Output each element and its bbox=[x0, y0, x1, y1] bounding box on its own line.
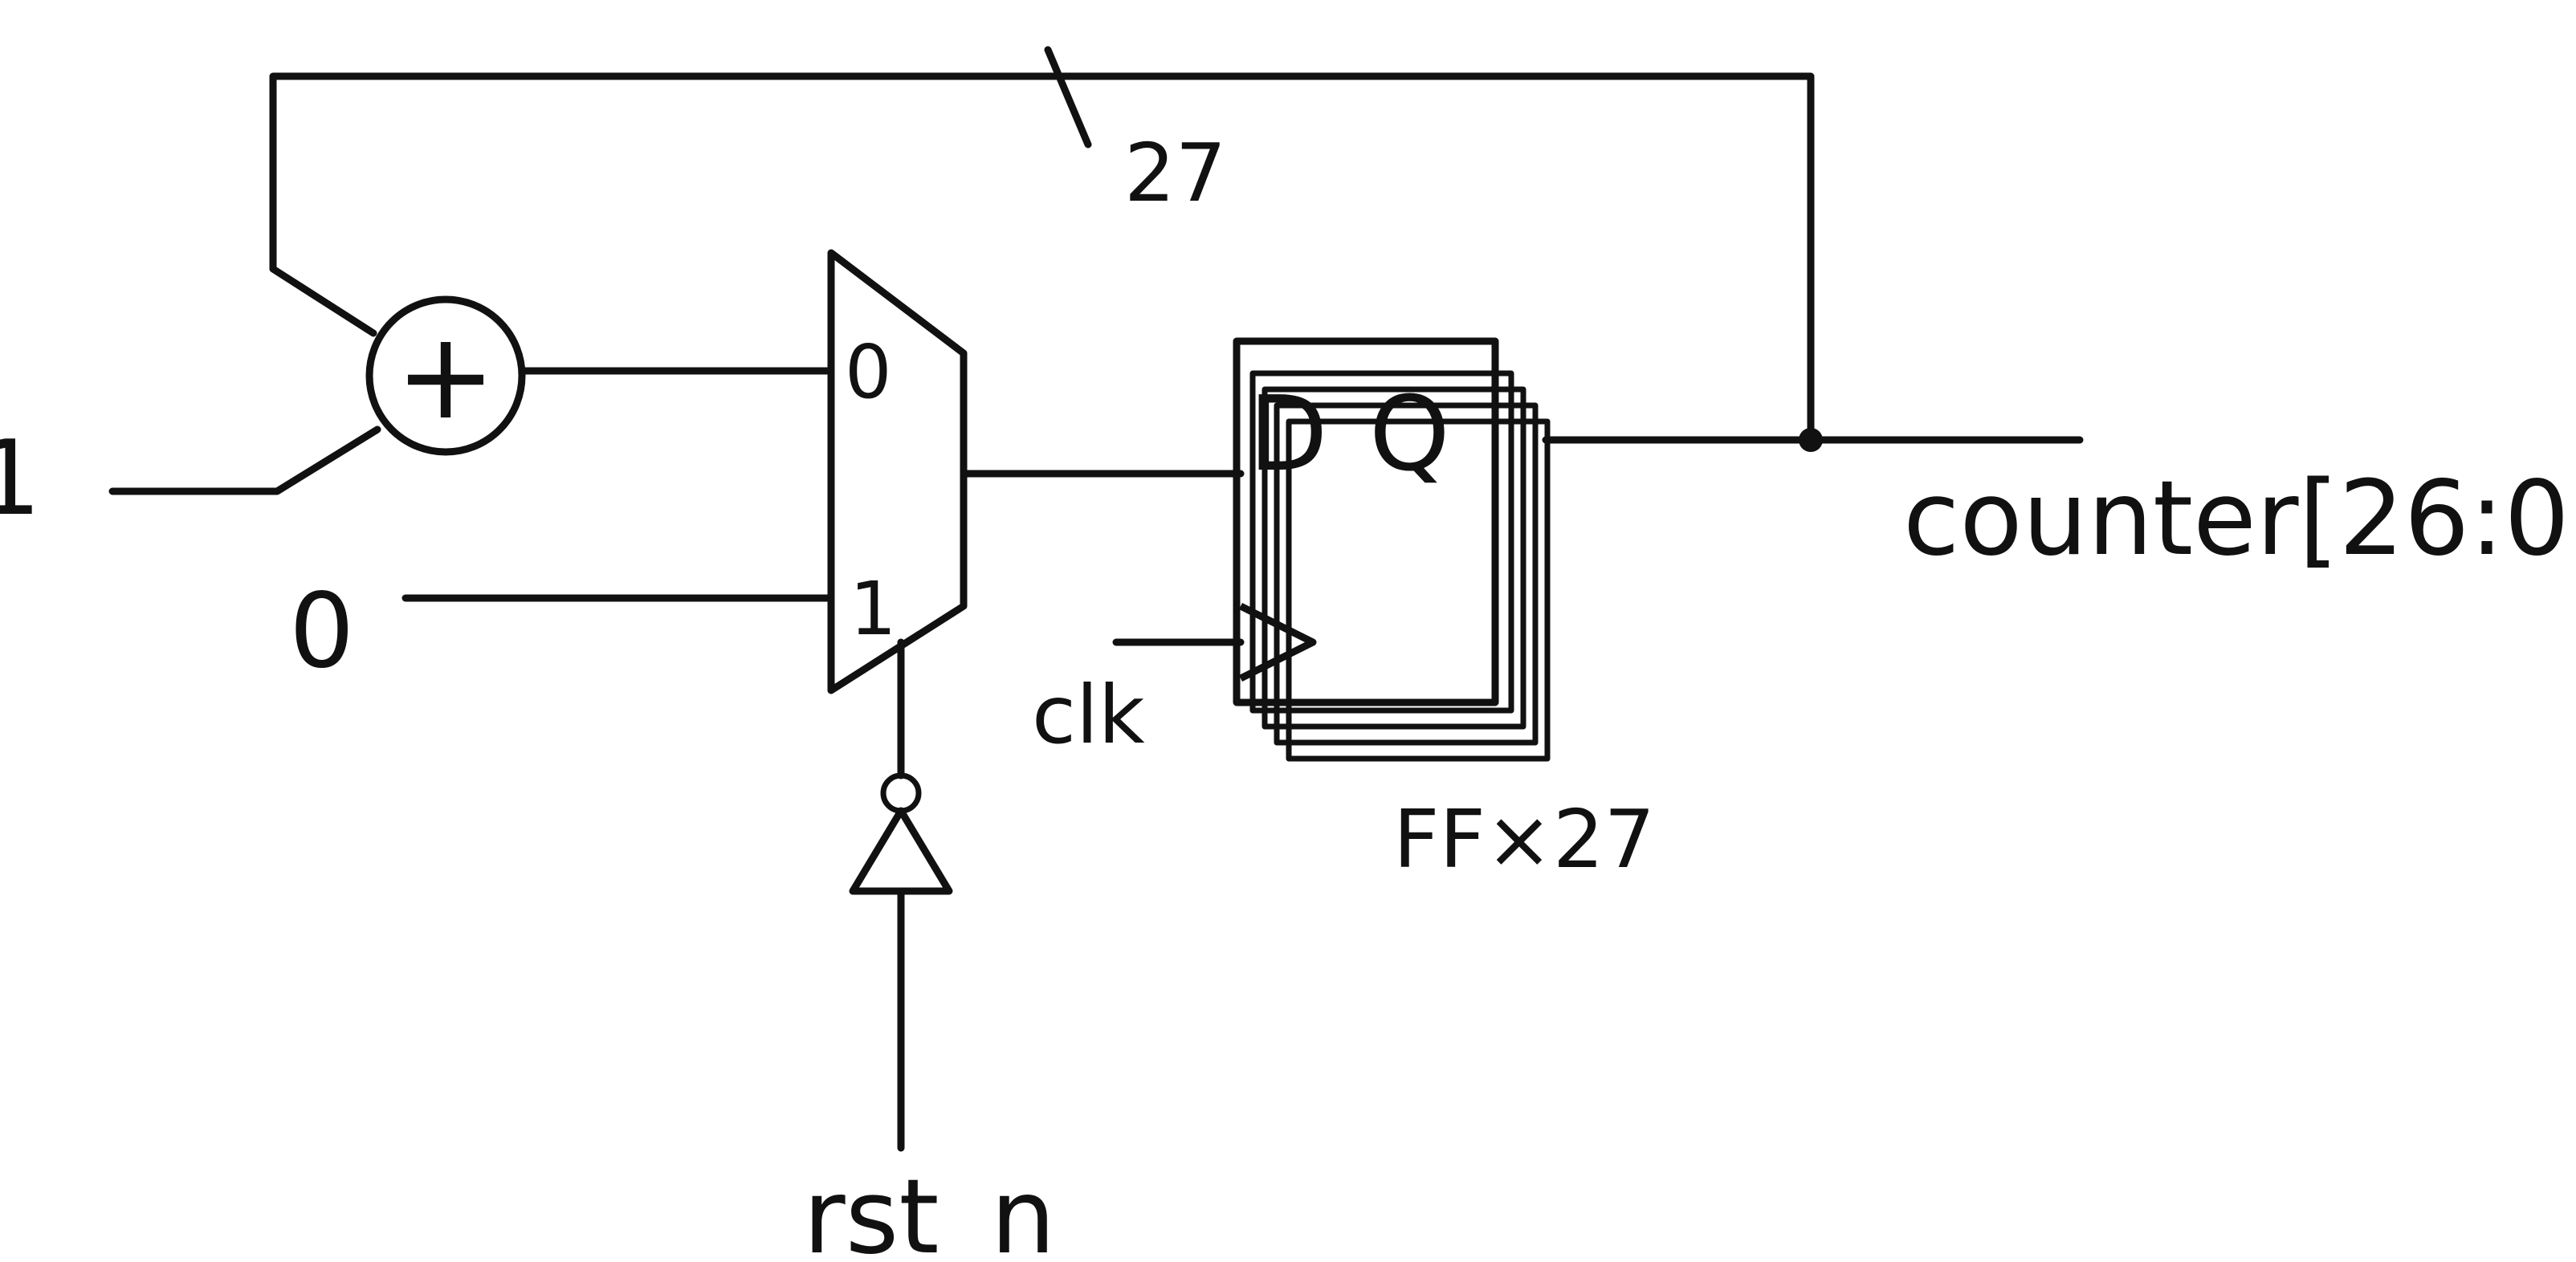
constant-one-wire bbox=[108, 425, 381, 495]
bus-width-slash bbox=[1044, 46, 1092, 149]
clock-label: clk bbox=[1032, 668, 1145, 762]
reset-label: rst_n bbox=[803, 1158, 1056, 1262]
feedback-wire bbox=[269, 72, 1815, 444]
junction-dot bbox=[1799, 428, 1823, 452]
flip-flop bbox=[1233, 337, 1499, 706]
constant-one-label: 1 bbox=[0, 419, 41, 539]
mux-input-1-label: 1 bbox=[850, 566, 897, 652]
mux-input-0-label: 0 bbox=[845, 329, 892, 415]
reset-inverter bbox=[849, 772, 953, 895]
clock-triangle bbox=[1238, 602, 1317, 682]
constant-zero-label: 0 bbox=[289, 572, 354, 691]
bus-width-label: 27 bbox=[1124, 126, 1226, 220]
ff-count-label: FF×27 bbox=[1393, 792, 1655, 886]
ff-d-label: D bbox=[1249, 375, 1328, 495]
adder-plus-label: + bbox=[395, 307, 496, 446]
multiplexer: 0 1 bbox=[827, 249, 968, 694]
output-label: counter[26:0] bbox=[1903, 459, 2576, 579]
flip-flop-stack: D Q bbox=[1233, 337, 1551, 762]
adder: + bbox=[365, 295, 526, 456]
ff-q-label: Q bbox=[1369, 375, 1450, 495]
inverter-bubble bbox=[880, 772, 922, 814]
